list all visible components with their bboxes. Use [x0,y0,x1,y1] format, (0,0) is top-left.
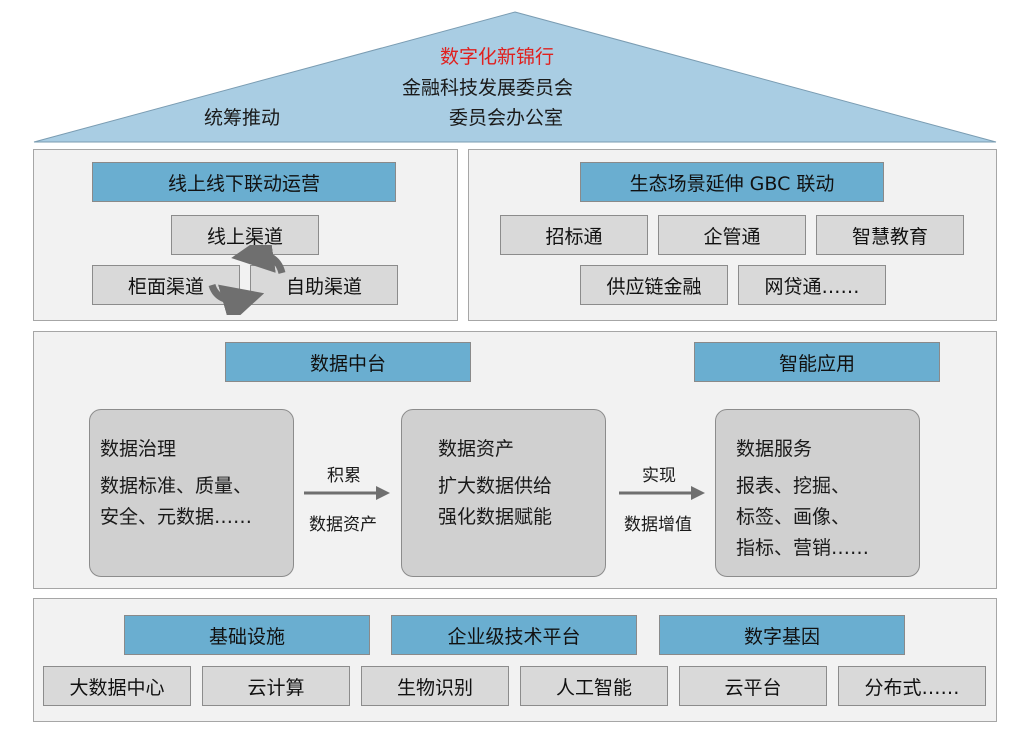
data-assets-title: 数据资产 [438,438,515,460]
data-assets-card: 数据资产 扩大数据供给 强化数据赋能 [401,409,606,577]
data-services-card: 数据服务 报表、挖掘、 标签、画像、 指标、营销…… [715,409,920,577]
roof-title: 数字化新锦行 [440,46,555,68]
foundation-item-ai: 人工智能 [520,666,668,706]
ecosystem-item-supply-chain: 供应链金融 [580,265,728,305]
foundation-item-cloud-computing: 云计算 [202,666,350,706]
ecosystem-item-smart-education: 智慧教育 [816,215,964,255]
data-services-line2: 标签、画像、 [736,506,851,528]
data-services-line1: 报表、挖掘、 [736,475,851,497]
foundation-item-big-data-center: 大数据中心 [43,666,191,706]
data-assets-line1: 扩大数据供给 [438,475,553,497]
data-services-title: 数据服务 [736,438,813,460]
online-offline-header: 线上线下联动运营 [92,162,396,202]
foundation-item-distributed: 分布式…… [838,666,986,706]
roof-office: 委员会办公室 [449,107,564,129]
data-platform-header: 数据中台 [225,342,471,382]
data-services-line3: 指标、营销…… [736,537,870,559]
arrow1-bottom-label: 数据资产 [309,515,377,535]
right-arrow-icon [619,486,705,500]
foundation-item-cloud-platform: 云平台 [679,666,827,706]
roof-committee: 金融科技发展委员会 [402,77,574,99]
foundation-header-infrastructure: 基础设施 [124,615,370,655]
ecosystem-header: 生态场景延伸 GBC 联动 [580,162,884,202]
right-arrow-icon [304,486,390,500]
roof-left-label: 统筹推动 [204,107,281,129]
roof-shape [33,11,997,143]
data-governance-line2: 安全、元数据…… [100,506,253,528]
foundation-header-tech-platform: 企业级技术平台 [391,615,637,655]
data-governance-title: 数据治理 [100,438,177,460]
arrow2-bottom-label: 数据增值 [624,515,692,535]
data-governance-card: 数据治理 数据标准、质量、 安全、元数据…… [89,409,294,577]
smart-application-header: 智能应用 [694,342,940,382]
foundation-header-digital-gene: 数字基因 [659,615,905,655]
data-governance-line1: 数据标准、质量、 [100,475,253,497]
foundation-item-biometrics: 生物识别 [361,666,509,706]
arrow1-top-label: 积累 [327,466,361,486]
ecosystem-item-enterprise-mgmt: 企管通 [658,215,806,255]
self-service-channel-box: 自助渠道 [250,265,398,305]
arrow2-top-label: 实现 [642,466,676,486]
ecosystem-item-online-loan: 网贷通…… [738,265,886,305]
data-assets-line2: 强化数据赋能 [438,506,553,528]
circular-arrows-icon [208,245,286,315]
ecosystem-item-bidding: 招标通 [500,215,648,255]
